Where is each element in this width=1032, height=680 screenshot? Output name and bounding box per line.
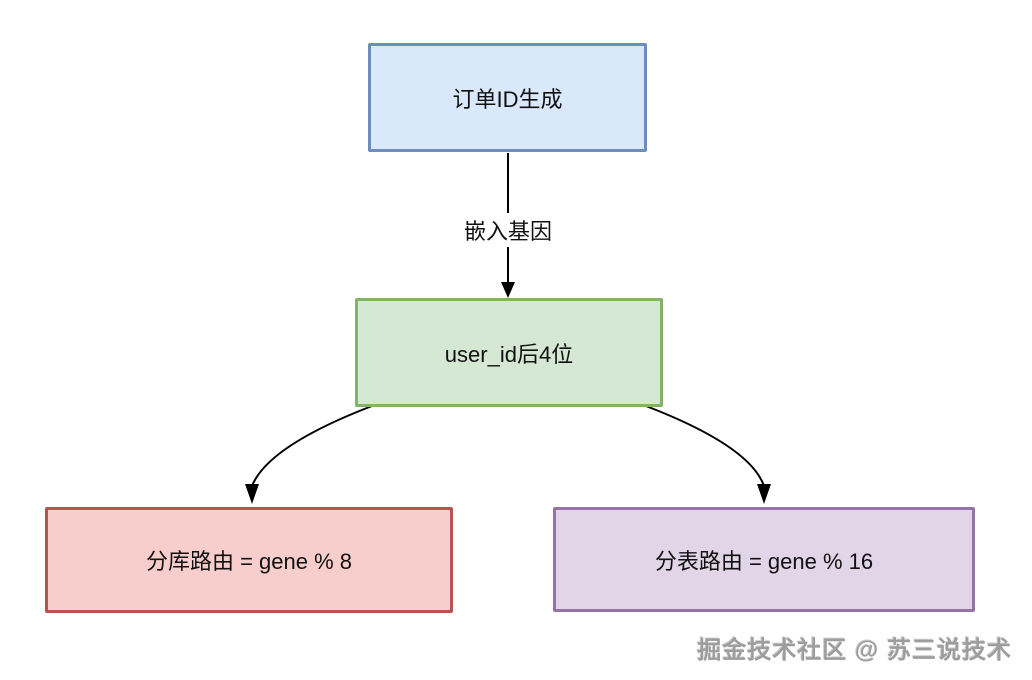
- node-user-id-last4: user_id后4位: [355, 298, 663, 407]
- edge-label-embed-gene: 嵌入基因: [458, 213, 558, 247]
- arrow-userid-to-table-route: [645, 405, 771, 504]
- node-order-id-generation: 订单ID生成: [368, 43, 647, 152]
- arrow-userid-to-db-route: [245, 405, 373, 504]
- node-order-id-generation-label: 订单ID生成: [452, 86, 563, 112]
- node-table-sharding-route-label: 分表路由 = gene % 16: [654, 548, 874, 574]
- node-user-id-last4-label: user_id后4位: [444, 341, 574, 367]
- watermark-text: 掘金技术社区 @ 苏三说技术: [697, 637, 1012, 664]
- node-table-sharding-route: 分表路由 = gene % 16: [553, 507, 975, 612]
- node-db-sharding-route: 分库路由 = gene % 8: [45, 507, 453, 613]
- node-db-sharding-route-label: 分库路由 = gene % 8: [145, 549, 353, 574]
